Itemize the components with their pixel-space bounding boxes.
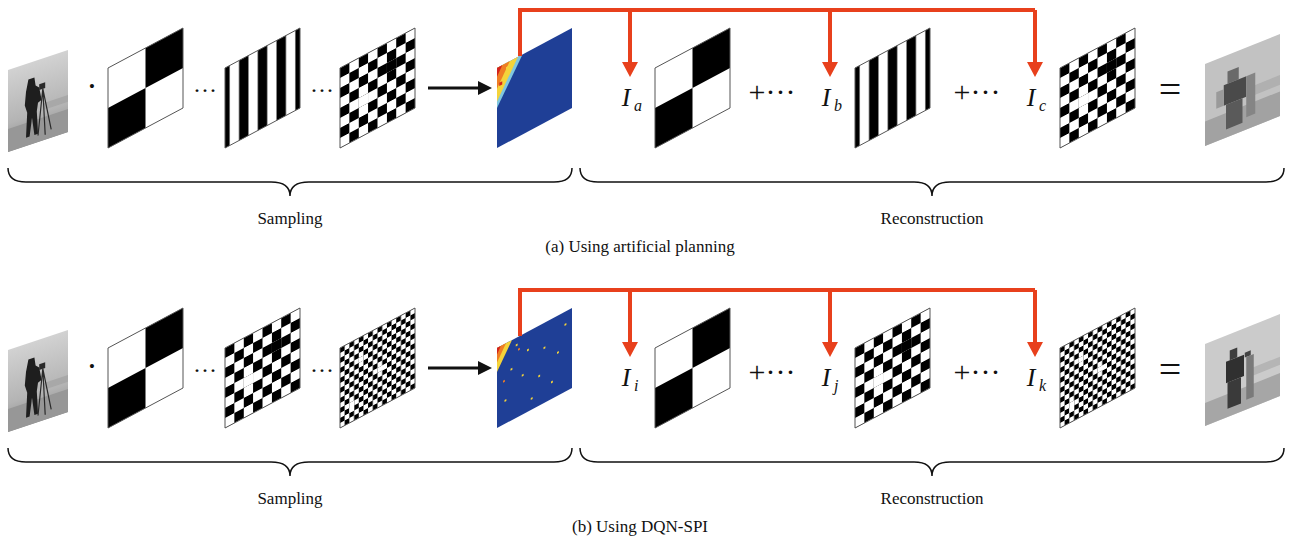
- operator: =: [1159, 350, 1182, 390]
- arrow: [428, 81, 492, 95]
- coefficient: I: [822, 85, 831, 111]
- operator: +···: [954, 77, 1001, 107]
- subfigure-caption: (b) Using DQN-SPI: [572, 518, 708, 535]
- red-arrows: [520, 290, 1043, 357]
- ellipsis: ···: [310, 358, 334, 382]
- coefficient: I: [622, 365, 631, 391]
- pattern: [108, 308, 183, 428]
- operator: =: [1159, 70, 1182, 110]
- pattern: [225, 308, 300, 428]
- stage-label: Reconstruction: [881, 490, 984, 507]
- pattern: [1060, 308, 1135, 428]
- operator: +···: [954, 357, 1001, 387]
- red-arrows: [520, 10, 1043, 77]
- result-image: [1205, 314, 1280, 426]
- stage-label: Sampling: [257, 490, 322, 507]
- pattern: [855, 28, 930, 148]
- subscript: i: [634, 378, 638, 394]
- ellipsis: ···: [193, 358, 217, 382]
- ellipsis: ···: [193, 78, 217, 102]
- pattern: [108, 28, 183, 148]
- pattern: [225, 28, 300, 148]
- brace: [8, 168, 1284, 196]
- pattern: [655, 28, 730, 148]
- coefficient: I: [822, 365, 831, 391]
- subfigure-caption: (a) Using artificial planning: [545, 238, 734, 255]
- pattern: [1060, 28, 1135, 148]
- pattern: [655, 308, 730, 428]
- subscript: k: [1039, 378, 1046, 394]
- ellipsis: ···: [310, 78, 334, 102]
- object-image: [8, 330, 68, 432]
- coefficient: I: [622, 85, 631, 111]
- operator: ·: [86, 349, 97, 383]
- brace: [8, 448, 1284, 476]
- operator: +···: [749, 357, 796, 387]
- pattern: [340, 28, 415, 148]
- heatmap: [497, 308, 572, 428]
- object-image: [8, 50, 68, 152]
- coefficient: I: [1027, 365, 1036, 391]
- row-a: [8, 10, 1284, 196]
- pattern: [855, 308, 930, 428]
- coefficient: I: [1027, 85, 1036, 111]
- subscript: c: [1039, 98, 1046, 114]
- stage-label: Sampling: [257, 210, 322, 227]
- result-image: [1205, 34, 1280, 146]
- subscript: a: [634, 98, 642, 114]
- row-b: [8, 290, 1284, 476]
- stage-label: Reconstruction: [881, 210, 984, 227]
- operator: +···: [749, 77, 796, 107]
- arrow: [428, 361, 492, 375]
- heatmap: [497, 28, 572, 148]
- pattern: [340, 308, 415, 428]
- operator: ·: [86, 69, 97, 103]
- subscript: b: [834, 98, 842, 114]
- subscript: j: [834, 378, 838, 394]
